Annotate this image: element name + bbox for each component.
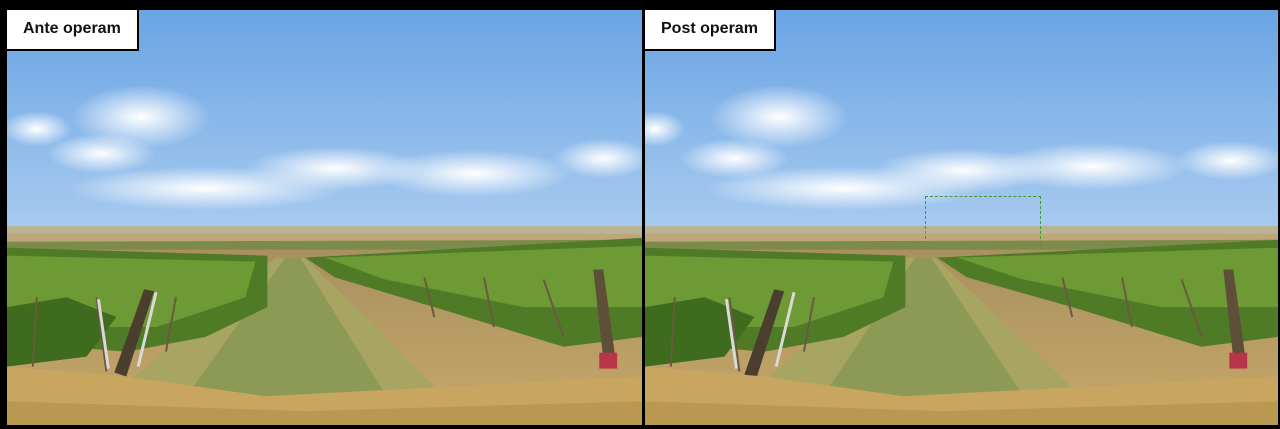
panel-label: Post operam bbox=[645, 10, 776, 51]
panel-post-operam: Post operam bbox=[643, 8, 1280, 427]
vineyard-photo-before bbox=[7, 10, 642, 425]
panel-label: Ante operam bbox=[7, 10, 139, 51]
panel-ante-operam: Ante operam bbox=[5, 8, 644, 427]
dashed-marker-box bbox=[925, 196, 1041, 244]
vineyard-photo-after bbox=[645, 10, 1278, 425]
